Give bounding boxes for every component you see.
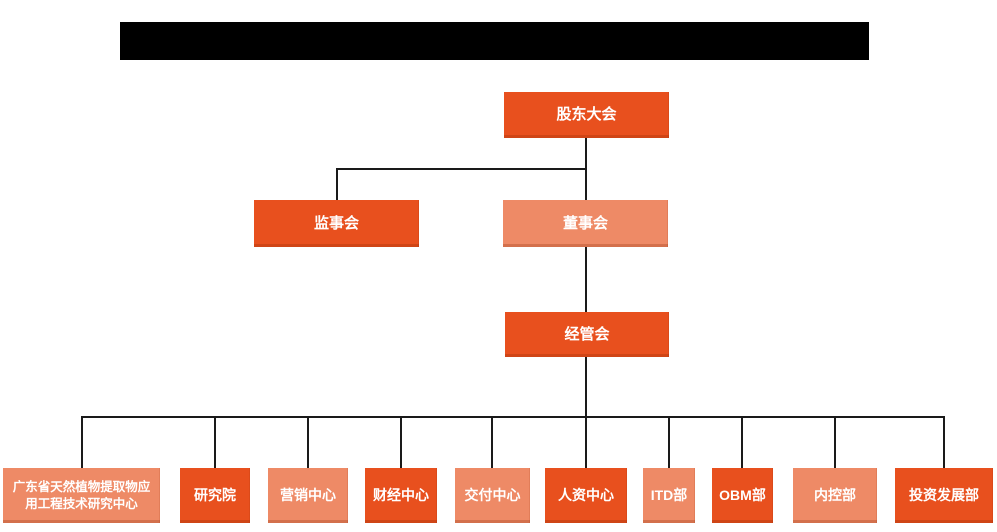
node-delivery-center: 交付中心 [455, 468, 530, 523]
connector-drop-investment-dev [943, 416, 945, 468]
connector-drop-research-institute [214, 416, 216, 468]
node-management-committee: 经管会 [505, 312, 669, 357]
connector-drop-hr-center [585, 416, 587, 468]
connector-board-drop [585, 168, 587, 200]
node-research-institute: 研究院 [180, 468, 250, 523]
connector-level4-horizontal [81, 416, 945, 418]
node-board-of-directors: 董事会 [503, 200, 668, 247]
connector-drop-research-center [81, 416, 83, 468]
connector-drop-obm-department [741, 416, 743, 468]
connector-shareholders-down [585, 138, 587, 170]
redacted-title-bar [120, 22, 869, 60]
node-supervisory-board: 监事会 [254, 200, 419, 247]
node-internal-control-dept: 内控部 [793, 468, 877, 523]
connector-drop-internal-control [834, 416, 836, 468]
node-hr-center: 人资中心 [545, 468, 627, 523]
connector-supervisory-drop [336, 168, 338, 200]
connector-drop-finance-center [400, 416, 402, 468]
connector-board-to-management [585, 247, 587, 312]
connector-management-down [585, 357, 587, 417]
connector-level2-horizontal [336, 168, 587, 170]
node-obm-department: OBM部 [712, 468, 773, 523]
node-investment-dev-dept: 投资发展部 [895, 468, 993, 523]
connector-drop-delivery-center [491, 416, 493, 468]
node-itd-department: ITD部 [643, 468, 695, 523]
connector-drop-marketing-center [307, 416, 309, 468]
node-research-center: 广东省天然植物提取物应用工程技术研究中心 [3, 468, 160, 523]
node-shareholders-meeting: 股东大会 [504, 92, 669, 138]
node-finance-center: 财经中心 [365, 468, 437, 523]
connector-drop-itd-department [668, 416, 670, 468]
node-marketing-center: 营销中心 [268, 468, 348, 523]
